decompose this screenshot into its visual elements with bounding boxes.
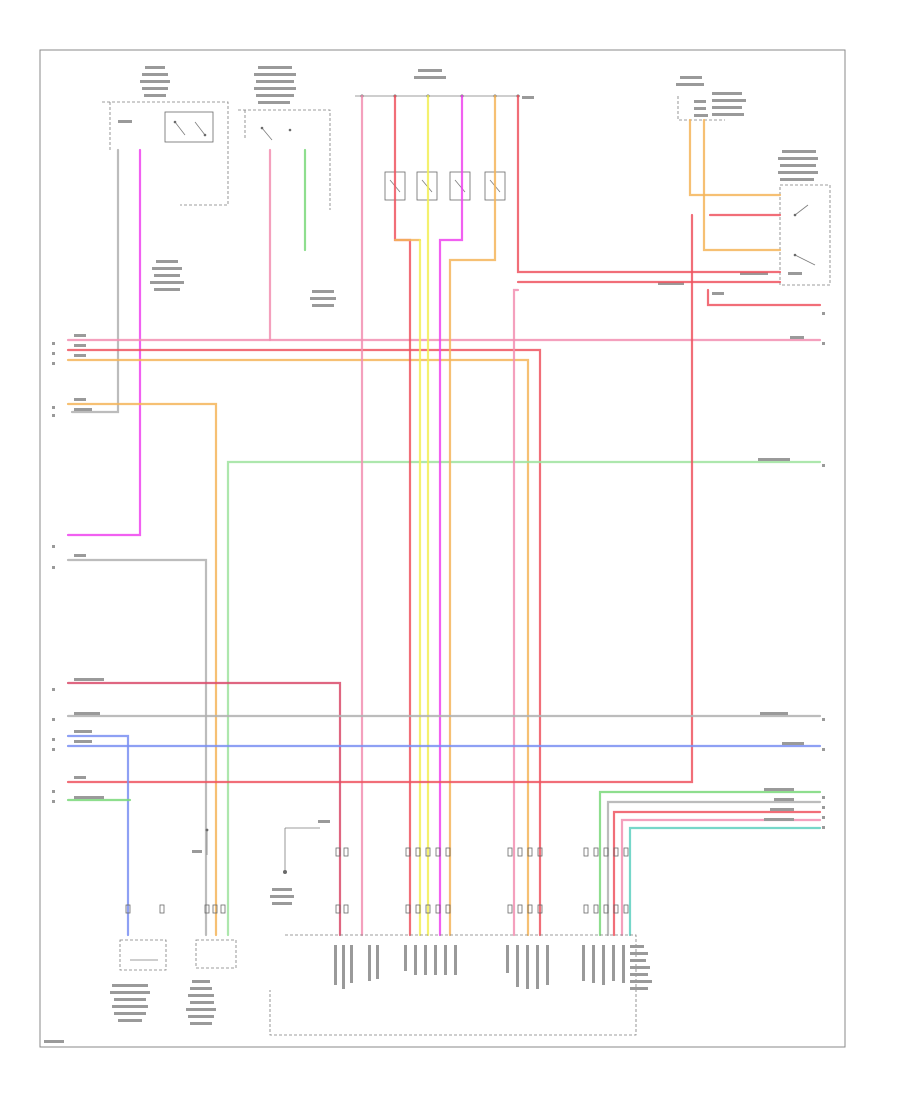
wire-gray-left <box>70 148 120 414</box>
ecu-connector-pins <box>125 847 629 914</box>
diagram-border <box>39 49 846 1048</box>
lower-components <box>110 820 652 1036</box>
ecu-pin-labels <box>334 945 652 990</box>
diagram-code <box>44 1040 64 1043</box>
wire-harness <box>66 94 822 937</box>
wire-magenta-left <box>66 148 142 537</box>
right-side-terminal-labels <box>758 312 825 829</box>
upper-left-components <box>102 66 534 307</box>
left-side-terminal-labels <box>52 334 104 803</box>
upper-right-components <box>658 76 831 295</box>
